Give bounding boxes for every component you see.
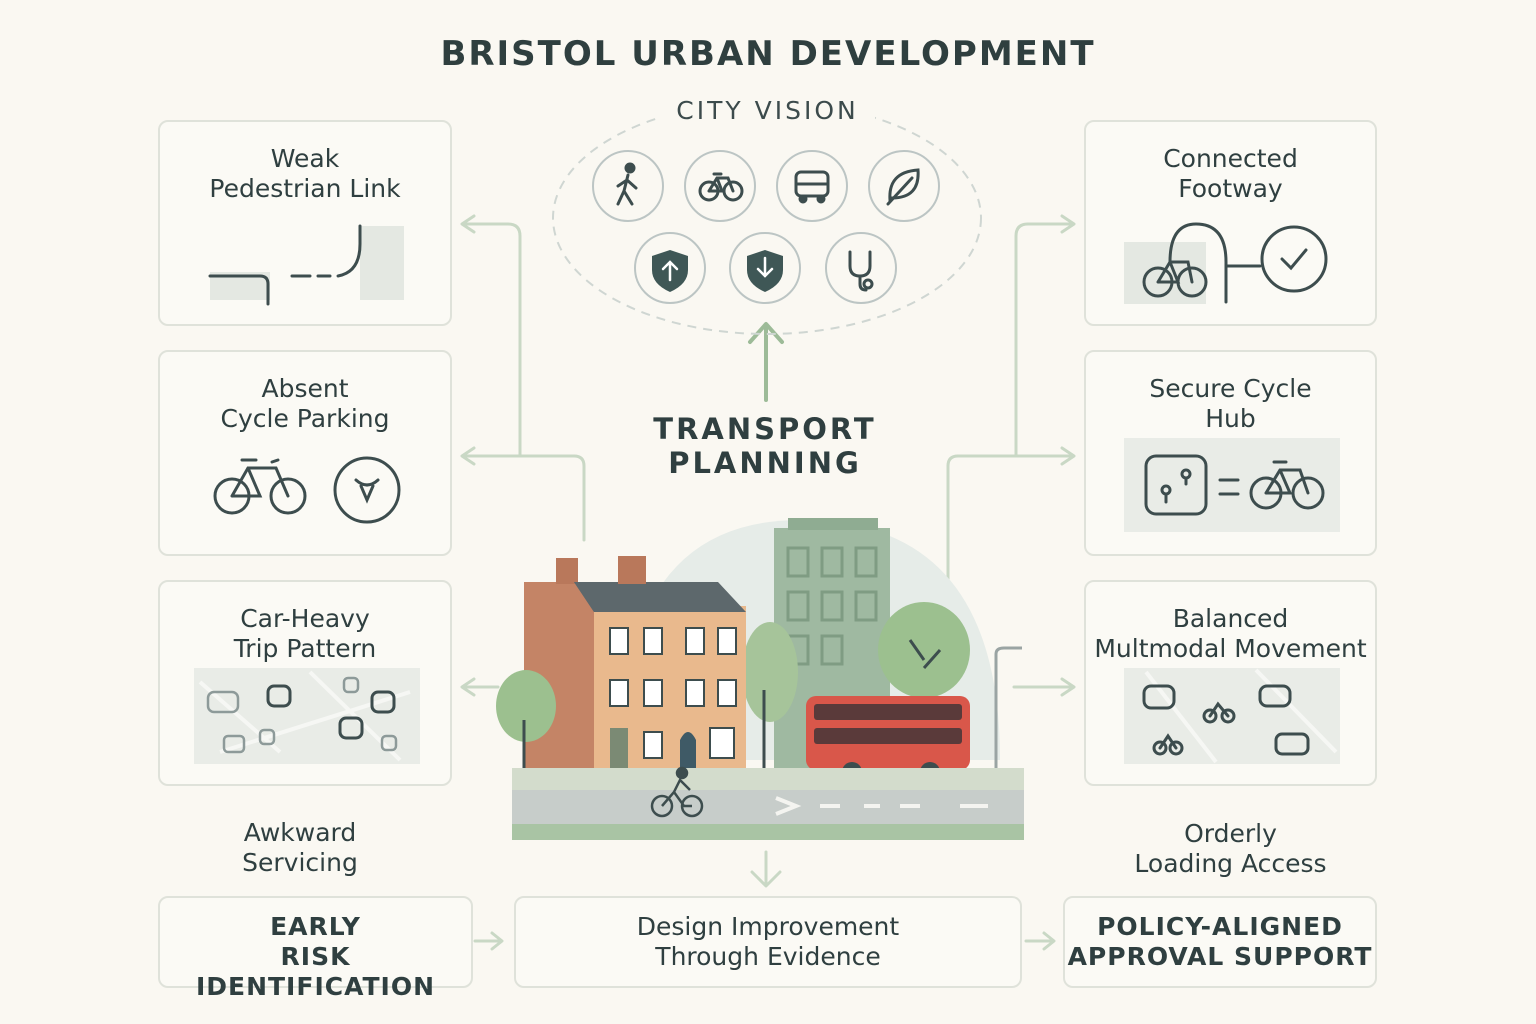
pedestrian-icon (616, 162, 638, 206)
bicycle-icon (213, 456, 401, 524)
location-pin-icon (333, 456, 401, 524)
broken-path-icon (208, 224, 404, 306)
bicycle-icon (698, 172, 744, 202)
city-vision-label: CITY VISION (660, 96, 875, 125)
page-title: BRISTOL URBAN DEVELOPMENT (440, 34, 1096, 74)
multimodal-map (1124, 668, 1340, 764)
stethoscope-icon (848, 250, 874, 292)
cyclist-icon (650, 766, 704, 818)
connected-path-icon (1124, 222, 1328, 304)
shield-up-icon (652, 250, 688, 292)
leaf-icon (886, 168, 920, 206)
shield-down-icon (747, 250, 783, 292)
cycle-hub-icon (1124, 438, 1340, 532)
bus-icon (794, 170, 830, 204)
car-pattern-map (194, 668, 420, 764)
